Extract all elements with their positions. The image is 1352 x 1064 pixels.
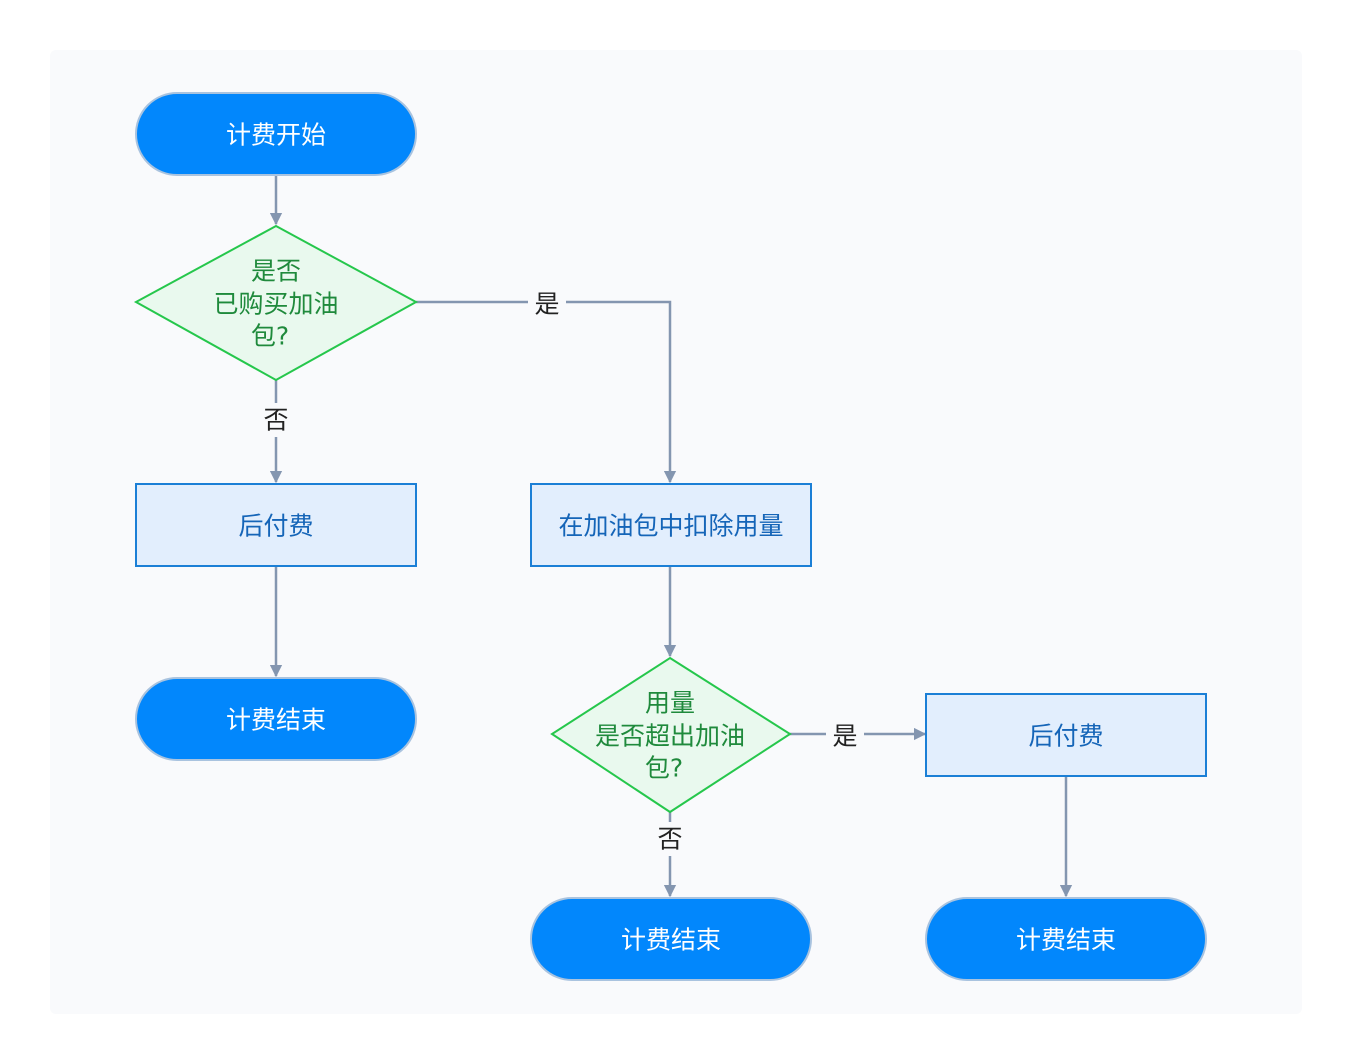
node-end3: 计费结束: [925, 897, 1207, 981]
decision1-line1: 是否: [251, 257, 301, 286]
node-deduct-label: 在加油包中扣除用量: [558, 512, 783, 541]
node-postpay1-label: 后付费: [238, 512, 313, 541]
node-postpay2: 后付费: [925, 693, 1207, 777]
edge-label-decision1-yes: 是: [534, 290, 559, 319]
node-end1: 计费结束: [135, 677, 417, 761]
decision1-line3: 包?: [251, 322, 289, 351]
node-end2-label: 计费结束: [621, 926, 721, 955]
edge-label-decision2-no: 否: [657, 825, 682, 854]
node-start-label: 计费开始: [226, 121, 326, 150]
edge-label-bg: [826, 719, 864, 751]
node-decision2: 用量 是否超出加油 包?: [550, 656, 792, 814]
edge-label-bg: [257, 403, 295, 437]
edge-label-bg: [651, 822, 689, 856]
node-deduct: 在加油包中扣除用量: [530, 483, 812, 567]
decision2-line1: 用量: [645, 689, 695, 718]
edge-label-decision2-yes: 是: [832, 722, 857, 751]
node-end2: 计费结束: [530, 897, 812, 981]
node-postpay2-label: 后付费: [1028, 722, 1103, 751]
edge-label-bg: [528, 287, 566, 319]
decision1-line2: 已购买加油: [213, 290, 338, 319]
edge-label-decision1-no: 否: [263, 406, 288, 435]
node-decision1: 是否 已购买加油 包?: [133, 224, 419, 382]
node-end3-label: 计费结束: [1016, 926, 1116, 955]
node-end1-label: 计费结束: [226, 706, 326, 735]
decision2-line3: 包?: [645, 754, 683, 783]
decision2-line2: 是否超出加油: [595, 722, 745, 751]
edge-decision1-yes: [416, 300, 677, 484]
node-start: 计费开始: [135, 92, 417, 176]
node-postpay1: 后付费: [135, 483, 417, 567]
